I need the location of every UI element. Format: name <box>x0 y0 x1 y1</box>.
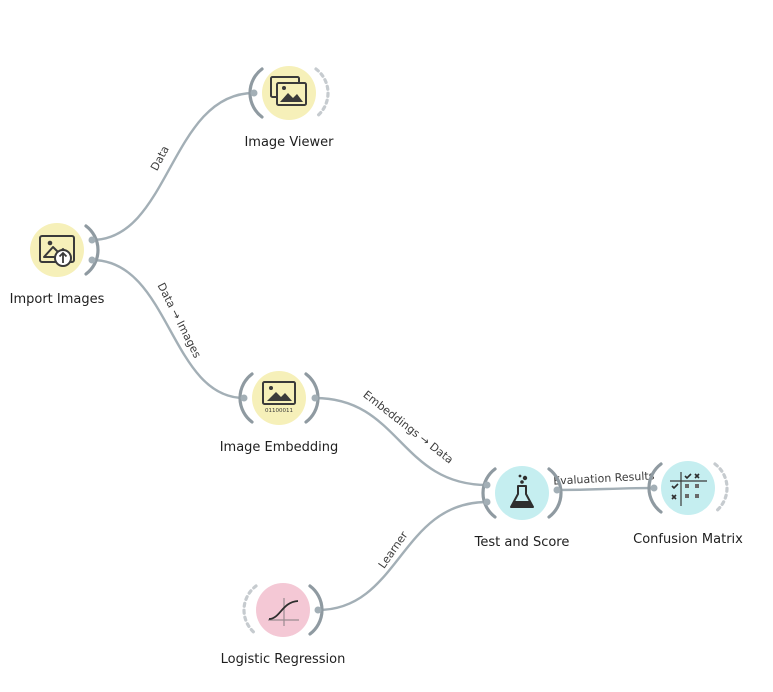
link-evaluation-results[interactable]: Evaluation Results <box>553 469 655 492</box>
link-learner[interactable]: Learner <box>317 500 488 612</box>
widget-logistic-regression[interactable]: Logistic Regression <box>221 583 346 667</box>
input-port[interactable] <box>483 481 491 489</box>
link-data[interactable]: Data <box>91 91 255 242</box>
output-anchor[interactable] <box>713 462 729 514</box>
widget-test-and-score[interactable]: Test and Score <box>474 466 570 550</box>
widget-label: Confusion Matrix <box>633 532 743 547</box>
widget-confusion-matrix[interactable]: Confusion Matrix <box>633 461 743 547</box>
widget-import-images[interactable]: Import Images <box>10 223 105 307</box>
output-port[interactable] <box>553 486 561 494</box>
input-anchor[interactable] <box>238 372 254 424</box>
output-port[interactable] <box>314 606 322 614</box>
widget-label: Import Images <box>10 292 105 307</box>
output-anchor[interactable] <box>84 224 100 276</box>
output-anchor[interactable] <box>314 67 330 119</box>
input-anchor[interactable] <box>647 462 663 514</box>
widget-label: Image Viewer <box>244 135 334 150</box>
link-data-images[interactable]: Data → Images <box>91 258 245 400</box>
image-viewer-icon <box>270 76 307 106</box>
link-label-evaluation-results: Evaluation Results <box>553 469 655 487</box>
input-port[interactable] <box>250 89 258 97</box>
sigmoid-icon <box>268 598 299 626</box>
output-anchor[interactable] <box>547 467 563 519</box>
input-anchor[interactable] <box>248 67 264 119</box>
input-port[interactable] <box>240 394 248 402</box>
input-anchor[interactable] <box>481 467 497 519</box>
input-port[interactable] <box>650 484 658 492</box>
input-anchor[interactable] <box>242 584 258 636</box>
output-port[interactable] <box>88 236 96 244</box>
widget-image-viewer[interactable]: Image Viewer <box>244 66 334 150</box>
confusion-matrix-icon <box>670 472 707 506</box>
output-port[interactable] <box>311 394 319 402</box>
link-embeddings-data[interactable]: Embeddings → Data <box>314 388 488 487</box>
widget-label: Image Embedding <box>220 440 339 455</box>
flask-icon <box>510 474 534 508</box>
widget-circle <box>495 466 549 520</box>
input-port[interactable] <box>483 498 491 506</box>
widget-label: Logistic Regression <box>221 652 346 667</box>
import-images-icon <box>39 235 75 267</box>
widget-image-embedding[interactable]: 01100011 Image Embedding <box>220 371 339 455</box>
output-port[interactable] <box>88 256 96 264</box>
icon-text: 01100011 <box>265 408 293 414</box>
widget-label: Test and Score <box>474 535 570 550</box>
image-embedding-icon: 01100011 <box>262 381 296 414</box>
output-anchor[interactable] <box>308 584 324 636</box>
link-label-embeddings-data: Embeddings → Data <box>361 388 456 466</box>
